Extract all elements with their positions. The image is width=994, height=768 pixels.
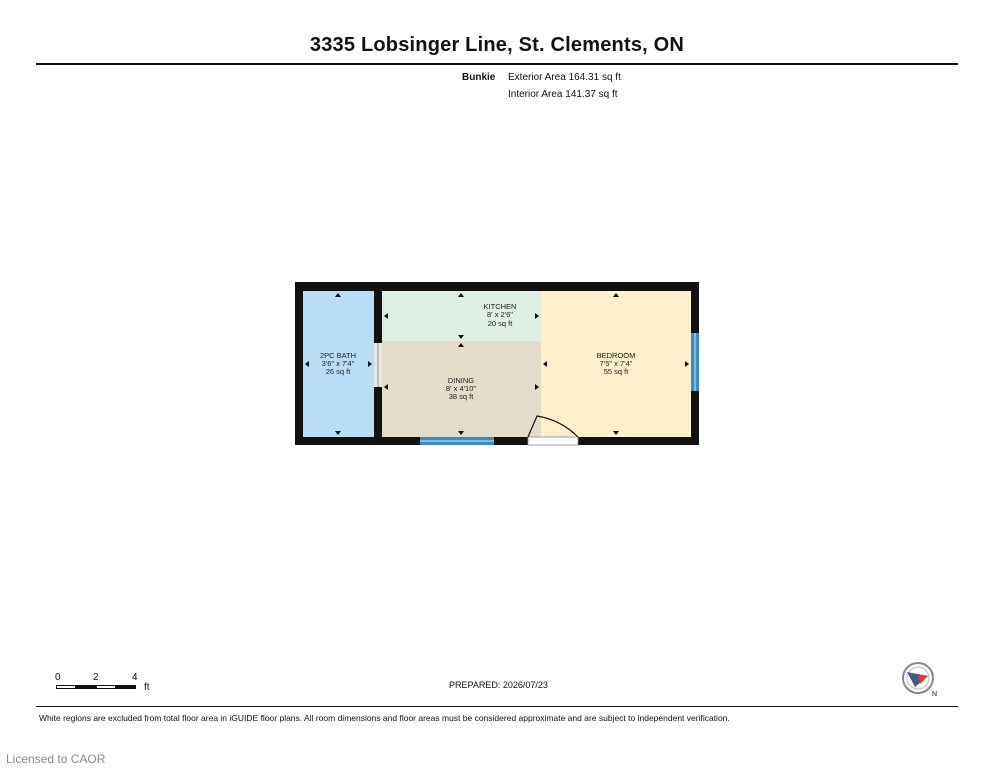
room-dining [382,341,541,437]
footer-divider [36,706,958,707]
scale-seg-3 [96,685,116,689]
compass-icon: N [902,662,937,698]
kitchen-name: KITCHEN [484,302,517,311]
bedroom-name: BEDROOM [597,351,636,360]
arrow-kitchen-bottom [458,335,464,339]
scale-tick-4: 4 [132,672,138,683]
dimension-arrows [305,293,689,435]
room-kitchen [382,291,541,341]
door-swing [527,415,579,438]
arrow-kitchen-left [384,313,388,319]
arrow-bedroom-bottom [613,431,619,435]
scale-tick-2: 2 [93,672,99,683]
disclaimer-text: White regions are excluded from total fl… [39,713,730,723]
scale-seg-1 [56,685,76,689]
compass-needle-red [918,674,928,684]
prepared-date: PREPARED: 2026/07/23 [449,680,548,690]
arrow-bath-left [305,361,309,367]
arrow-dining-left [384,384,388,390]
dining-dims: 8' x 4'10" [446,384,476,393]
bath-name: 2PC BATH [320,351,356,360]
exterior-area: Exterior Area 164.31 sq ft [508,72,621,83]
arrow-dining-right [535,384,539,390]
dining-area: 38 sq ft [449,392,475,401]
arrow-bath-bottom [335,431,341,435]
entry-door-opening [527,436,579,446]
arrow-bath-right [368,361,372,367]
arrow-bath-top [335,293,341,297]
kitchen-area: 20 sq ft [488,319,514,328]
bath-area: 26 sq ft [326,367,352,376]
arrow-kitchen-right [535,313,539,319]
bedroom-area: 55 sq ft [604,367,630,376]
arrow-dining-bottom [458,431,464,435]
scale-seg-4 [116,685,136,689]
arrow-dining-top [458,343,464,347]
compass-north-label: N [932,691,937,698]
interior-area: Interior Area 141.37 sq ft [508,89,618,100]
scale-unit: ft [144,682,150,693]
bedroom-dims: 7'5" x 7'4" [600,359,633,368]
room-bath [303,291,374,437]
arrow-bedroom-right [685,361,689,367]
dining-name: DINING [448,376,474,385]
room-bedroom [541,291,691,437]
scale-bar: 0 2 4 ft [55,672,166,696]
kitchen-dims: 8' x 2'6" [487,310,513,319]
arrow-kitchen-top [458,293,464,297]
building-name: Bunkie [462,72,496,83]
page-title: 3335 Lobsinger Line, St. Clements, ON [309,34,685,56]
license-watermark: Licensed to CAOR [6,752,106,766]
title-divider [36,63,958,65]
arrow-bedroom-left [543,361,547,367]
scale-seg-2 [76,685,96,689]
bath-dims: 3'6" x 7'4" [322,359,355,368]
arrow-bedroom-top [613,293,619,297]
scale-tick-0: 0 [55,672,61,683]
